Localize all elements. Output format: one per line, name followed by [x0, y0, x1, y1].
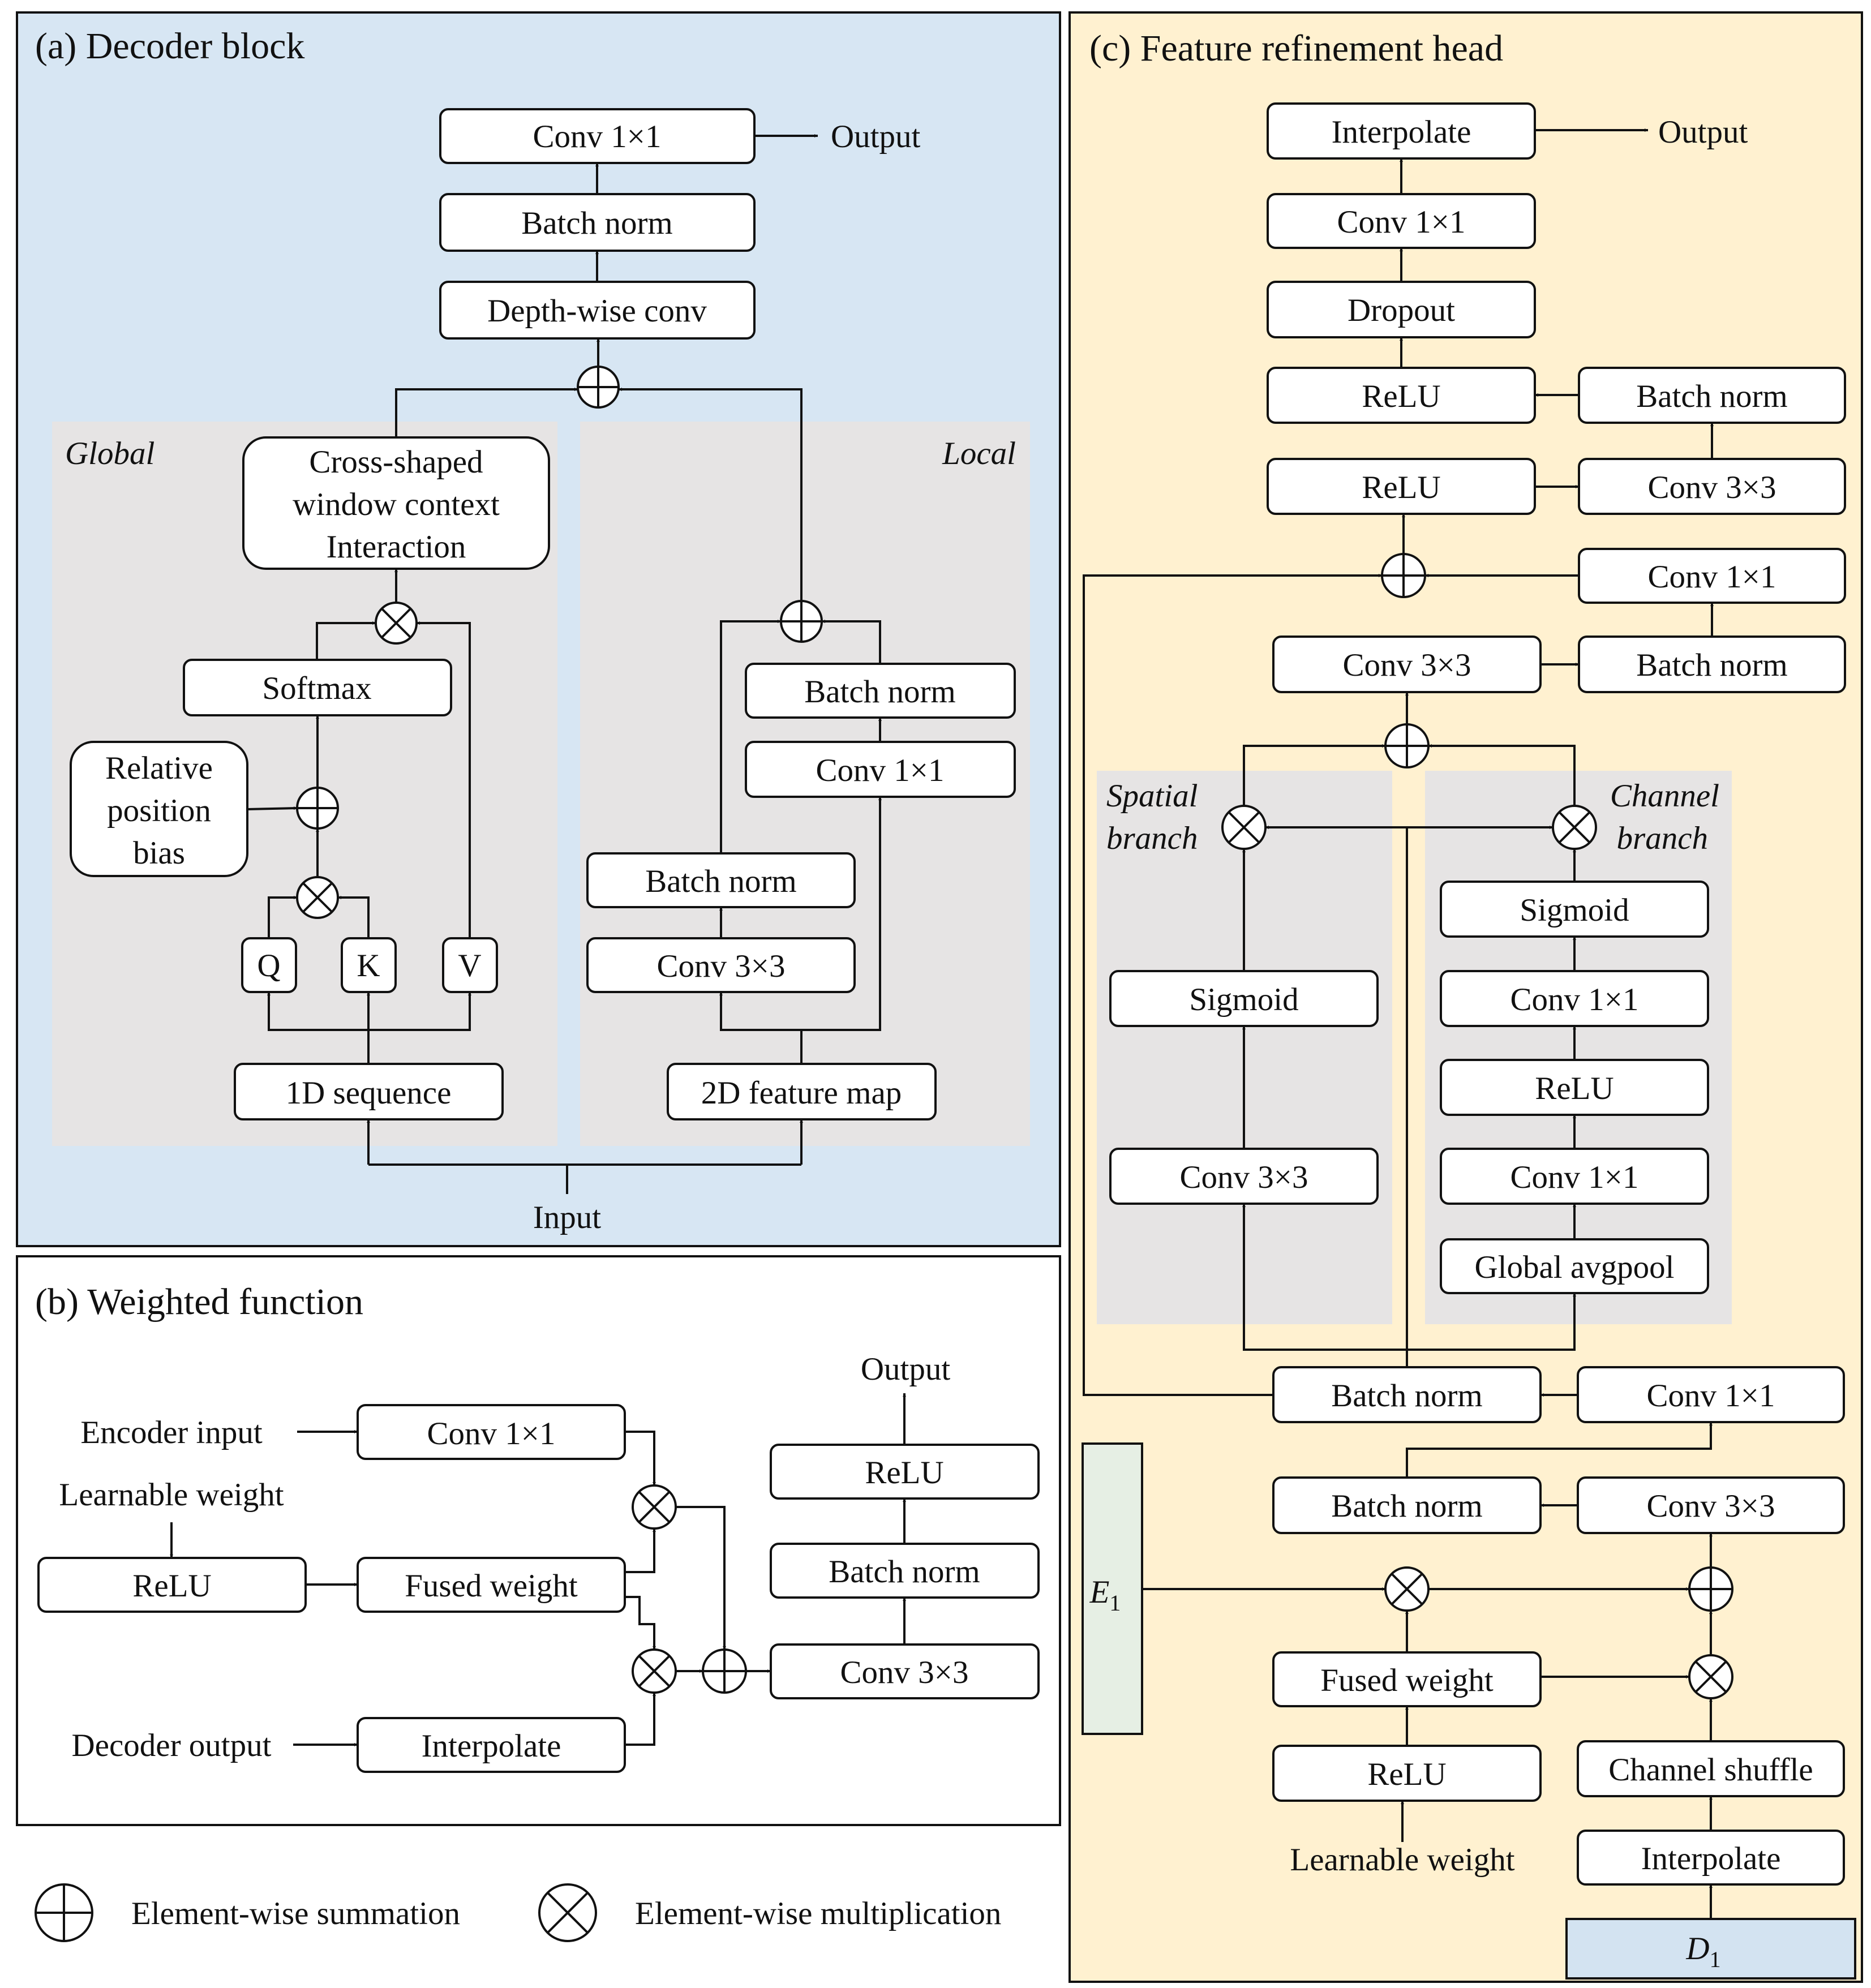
legend: Element-wise summation Element-wise mult… [35, 1883, 1001, 1942]
wf-sum [702, 1648, 747, 1694]
local-batchnorm2-label: Batch norm [645, 864, 797, 899]
cross-shaped-line3: Interaction [327, 529, 466, 565]
frh-conv3x3-b-label: Conv 3×3 [1343, 647, 1471, 683]
frh-connectors [1083, 128, 1714, 1919]
frh-conv1x1-top-label: Conv 1×1 [1337, 204, 1466, 240]
channel-conv1x1-b-label: Conv 1×1 [1510, 1160, 1639, 1195]
decoder-conv1x1-label: Conv 1×1 [533, 119, 662, 154]
channel-branch-label-2: branch [1617, 821, 1708, 856]
channel-branch-label-1: Channel [1610, 778, 1719, 814]
decoder-connectors [247, 134, 882, 1194]
wf-batchnorm-label: Batch norm [829, 1554, 980, 1590]
query-label: Q [257, 948, 280, 984]
local-conv3x3-label: Conv 3×3 [657, 948, 786, 984]
panel-weighted-function: (b) Weighted function Encoder input Lear… [16, 1255, 1061, 1826]
channel-branch-region [1425, 771, 1732, 1324]
frh-batchnorm-b-label: Batch norm [1636, 647, 1788, 683]
wf-conv1x1-label: Conv 1×1 [427, 1416, 556, 1452]
global-mul-attention-value [375, 602, 418, 645]
wf-relu-right-label: ReLU [865, 1455, 943, 1491]
wf-mul-bottom [632, 1648, 677, 1694]
legend-sum-label: Element-wise summation [131, 1896, 460, 1931]
channel-gap-label: Global avgpool [1474, 1250, 1674, 1285]
panel-c-title: (c) Feature refinement head [1089, 28, 1503, 69]
wf-conv3x3-label: Conv 3×3 [840, 1655, 969, 1690]
wf-relu-left-label: ReLU [132, 1568, 211, 1604]
cross-shaped-line2: window context [293, 487, 500, 522]
spatial-conv3x3-label: Conv 3×3 [1180, 1160, 1308, 1195]
decoder-batchnorm-label: Batch norm [521, 205, 673, 241]
frh-mul-shuffle [1688, 1654, 1733, 1699]
local-label: Local [942, 436, 1016, 471]
decoder-output-label: Decoder output [72, 1728, 272, 1763]
panel-a-title: (a) Decoder block [35, 25, 304, 67]
wf-interpolate-label: Interpolate [422, 1728, 561, 1764]
channel-shuffle-label: Channel shuffle [1608, 1752, 1813, 1788]
frh-interpolate-top-label: Interpolate [1332, 114, 1471, 150]
d1-label: D1 [1685, 1931, 1720, 1972]
rpb-line2: position [107, 793, 211, 828]
channel-relu-label: ReLU [1535, 1071, 1613, 1106]
frh-sum-e1 [1688, 1566, 1733, 1612]
cross-shaped-line1: Cross-shaped [309, 444, 483, 480]
rpb-line1: Relative [105, 750, 213, 786]
channel-conv1x1-a-label: Conv 1×1 [1510, 982, 1639, 1017]
e1-label: E1 [1089, 1574, 1121, 1616]
value-label: V [458, 948, 481, 984]
decoder-output-label: Output [831, 119, 921, 154]
panel-feature-refinement-head: (c) Feature refinement head Interpolate … [1068, 11, 1863, 1983]
channel-sigmoid-label: Sigmoid [1520, 892, 1629, 928]
local-sum [780, 600, 823, 643]
softmax-label: Softmax [262, 671, 371, 706]
frh-mul-e1 [1384, 1566, 1430, 1612]
frh-relu-a-label: ReLU [1362, 379, 1440, 414]
decoder-sum-top [577, 366, 620, 409]
frh-dropout-label: Dropout [1348, 293, 1455, 328]
global-sum-position-bias [296, 787, 339, 830]
legend-mul-icon [538, 1883, 597, 1942]
wf-mul-top [632, 1484, 677, 1530]
frh-interpolate-bottom-label: Interpolate [1641, 1841, 1781, 1877]
frh-relu-c-label: ReLU [1367, 1757, 1446, 1792]
global-mul-qk [296, 876, 339, 919]
spatial-mul [1221, 805, 1267, 850]
legend-mul-label: Element-wise multiplication [635, 1896, 1001, 1931]
decoder-input-label: Input [533, 1200, 601, 1235]
sequence-1d-label: 1D sequence [286, 1075, 452, 1111]
frh-conv3x3-a-label: Conv 3×3 [1648, 470, 1776, 505]
spatial-sigmoid-label: Sigmoid [1189, 982, 1298, 1017]
encoder-input-label: Encoder input [80, 1415, 262, 1450]
spatial-branch-label-1: Spatial [1106, 778, 1198, 814]
key-label: K [357, 948, 380, 984]
frh-conv3x3-c-label: Conv 3×3 [1647, 1488, 1775, 1524]
channel-mul [1552, 805, 1597, 850]
frh-fused-weight-label: Fused weight [1320, 1663, 1494, 1698]
frh-sum-branches [1384, 723, 1430, 768]
frh-relu-b-label: ReLU [1362, 470, 1440, 505]
learnable-weight-label: Learnable weight [59, 1477, 284, 1513]
global-label: Global [65, 436, 155, 471]
decoder-depthwise-label: Depth-wise conv [487, 293, 707, 329]
local-conv1x1-label: Conv 1×1 [816, 753, 945, 788]
frh-conv1x1-a-label: Conv 1×1 [1648, 559, 1776, 595]
frh-conv1x1-b-label: Conv 1×1 [1647, 1378, 1775, 1414]
panel-decoder-block: (a) Decoder block Global Local Conv 1×1 … [16, 11, 1061, 1247]
wf-output-label: Output [861, 1351, 951, 1387]
panel-b-title: (b) Weighted function [35, 1281, 363, 1323]
spatial-branch-label-2: branch [1106, 821, 1198, 856]
frh-sum-residual [1381, 553, 1426, 598]
rpb-line3: bias [133, 835, 185, 871]
legend-sum-icon [35, 1883, 93, 1942]
frh-batchnorm-a-label: Batch norm [1636, 379, 1788, 414]
feature-map-2d-label: 2D feature map [701, 1075, 902, 1111]
frh-output-label: Output [1658, 114, 1748, 150]
wf-connectors [170, 1393, 906, 1746]
frh-learnable-weight-label: Learnable weight [1290, 1842, 1514, 1878]
local-batchnorm1-label: Batch norm [804, 674, 956, 710]
wf-fused-weight-label: Fused weight [405, 1568, 578, 1604]
frh-batchnorm-c-label: Batch norm [1331, 1378, 1483, 1414]
frh-batchnorm-d-label: Batch norm [1331, 1488, 1483, 1524]
